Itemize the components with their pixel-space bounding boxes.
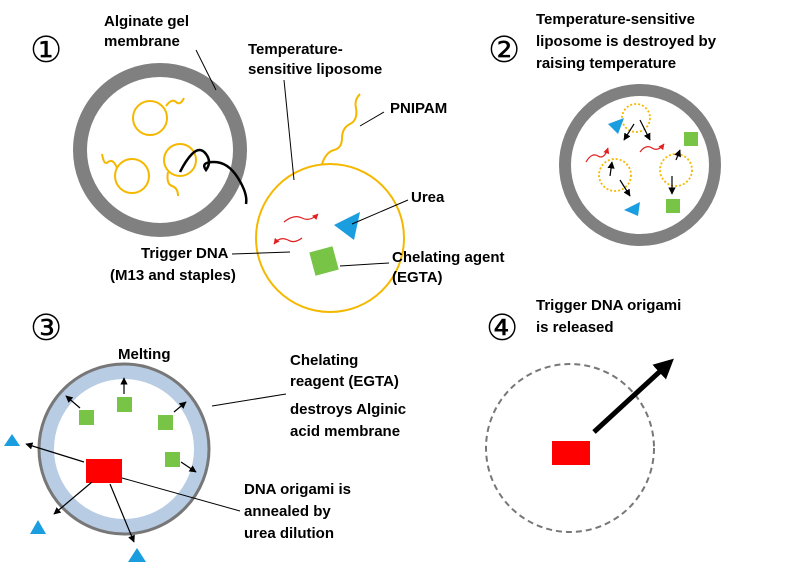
liposome-leader-line [283,79,295,181]
urea-leader-line [351,199,409,225]
urea-triangle [334,212,360,240]
alginate-label-line1: Alginate gel [104,13,189,30]
chelator-square [309,246,339,276]
dna-origami-block [86,459,122,483]
chelator-square [79,410,94,425]
chelator-square [165,452,180,467]
liposome [255,93,405,313]
pnipam-label: PNIPAM [390,100,447,117]
reagent-label-line2: reagent (EGTA) [290,373,399,390]
trigger-dna-label-line2: (M13 and staples) [110,267,236,284]
step2-label-line2: liposome is destroyed by [536,33,717,50]
alginate-gel-bead [73,63,248,237]
reagent-label-line4: acid membrane [290,423,400,440]
release-arrow [592,358,674,434]
origami-label-line1: DNA origami is [244,481,351,498]
urea-triangle [4,434,20,446]
step-4-number: ④ [486,308,518,349]
released-area [485,358,674,533]
urea-triangle [30,520,46,534]
alginate-leader-line [195,49,217,91]
pnipam-chain [321,93,361,165]
step2-label-line3: raising temperature [536,55,676,72]
chelator-square [158,415,173,430]
origami-leader-line [121,477,241,512]
step-1-number: ① [30,30,62,71]
chelator-square [117,397,132,412]
trigger-dna-label-line1: Trigger DNA [141,245,229,262]
step-2-number: ② [488,30,520,71]
alginate-label-line2: membrane [104,33,180,50]
origami-label-line3: urea dilution [244,525,334,542]
reagent-leader-line [211,393,287,407]
released-label-line1: Trigger DNA origami [536,297,681,314]
step2-label-line1: Temperature-sensitive [536,11,695,28]
pnipam-leader-line [359,111,385,127]
chelating-label-line2: (EGTA) [392,269,443,286]
melting-label: Melting [118,346,171,363]
reagent-label-line1: Chelating [290,352,358,369]
liposome-label-line1: Temperature- [248,41,343,58]
chelating-label-line1: Chelating agent [392,249,505,266]
step-3-number: ③ [30,308,62,349]
liposome-label-line2: sensitive liposome [248,61,382,78]
reagent-label-line3: destroys Alginic [290,401,406,418]
dna-origami-block [552,441,590,465]
urea-label: Urea [411,189,445,206]
step2-gel-bead [559,84,721,246]
chelating-leader-line [339,262,390,267]
origami-label-line2: annealed by [244,503,331,520]
melting-gel-bead [25,362,211,543]
released-label-line2: is released [536,319,614,336]
urea-triangle [128,548,146,562]
trigger-leader-line [231,251,291,255]
